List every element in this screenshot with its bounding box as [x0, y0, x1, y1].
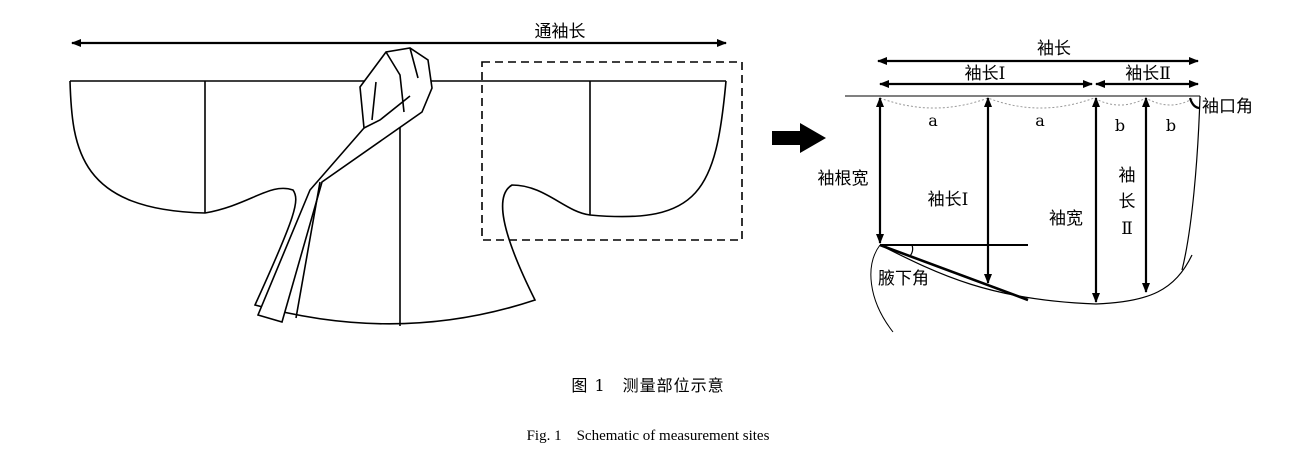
sleeve-bottom-curve: [879, 244, 1193, 305]
root-width-label: 袖根宽: [818, 169, 869, 189]
underarm-angle-label: 腋下角: [878, 269, 929, 289]
segment-arcs: [879, 97, 1195, 109]
measurement-diagram: 通袖长 袖长 袖长Ⅰ 袖长Ⅱ 袖口角 a a b b: [69, 22, 1253, 333]
right-arrow-icon: [772, 123, 826, 153]
sleeve-length-1-vertical-label: 袖长Ⅰ: [928, 190, 969, 210]
figure-caption-english: Fig. 1 Schematic of measurement sites: [526, 428, 770, 444]
sleeve-width-label: 袖宽: [1049, 209, 1083, 229]
cuff-angle-label: 袖口角: [1202, 97, 1253, 117]
cuff-angle-icon: [1188, 97, 1201, 110]
sleeve-detail-figure: [845, 57, 1201, 333]
robe-figure: [69, 39, 743, 326]
sleeve-length-1-label: 袖长Ⅰ: [965, 64, 1006, 84]
sleeve-length-2-vertical-char-1: 袖: [1119, 166, 1136, 186]
figure-caption-chinese: 图 1 测量部位示意: [571, 376, 725, 395]
sleeve-length-label: 袖长: [1037, 39, 1071, 59]
segment-label-a2: a: [1035, 111, 1045, 130]
sleeve-length-2-label: 袖长Ⅱ: [1125, 64, 1171, 84]
body-side-curve: [870, 244, 894, 333]
segment-label-a1: a: [928, 111, 938, 130]
sleeve-length-2-vertical-char-3: Ⅱ: [1121, 219, 1133, 239]
segment-label-b1: b: [1115, 116, 1125, 135]
sleeve-length-2-vertical-char-2: 长: [1119, 192, 1136, 212]
underarm-angle-icon: [909, 244, 914, 257]
total-sleeve-length-label: 通袖长: [535, 22, 586, 42]
collar: [256, 47, 433, 323]
cuff-edge: [1181, 95, 1201, 271]
segment-label-b2: b: [1166, 116, 1176, 135]
sleeve-crop-box: [481, 61, 743, 241]
underarm-slope-line: [879, 243, 1029, 302]
